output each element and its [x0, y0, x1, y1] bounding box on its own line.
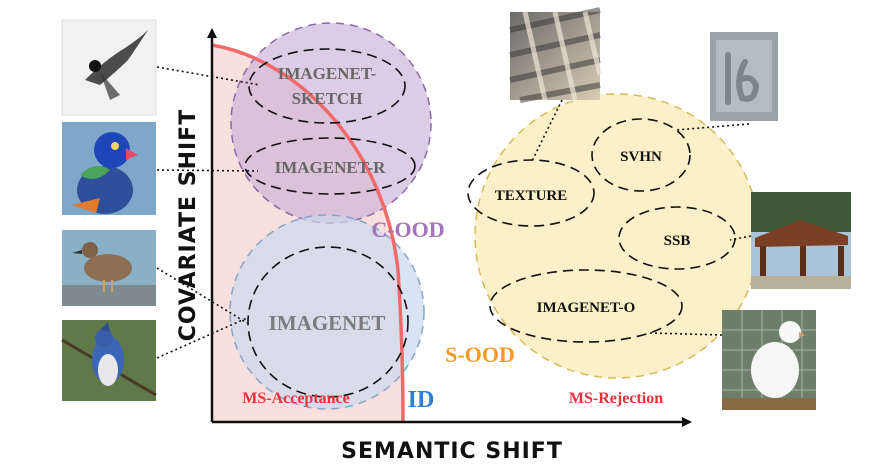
imagenet-r-label: IMAGENET-R [275, 158, 387, 177]
ms-acceptance-label: MS-Acceptance [242, 390, 350, 407]
id-label: ID [408, 387, 435, 413]
house-number-thumbnail [710, 32, 778, 121]
imagenet-ellipse [247, 246, 409, 398]
texture-label: TEXTURE [495, 188, 568, 204]
blue-jay-photo-thumbnail [61, 320, 157, 401]
woven-texture-thumbnail [509, 7, 603, 103]
imagenet-o-ellipse [489, 269, 683, 343]
ms-rejection-label: MS-Rejection [569, 390, 663, 407]
magpie-sketch-thumbnail [61, 19, 157, 116]
c-ood-label: C-OOD [371, 217, 444, 242]
x-axis-label: SEMANTIC SHIFT [341, 439, 563, 464]
imagenet-r-ellipse [244, 137, 416, 195]
imagenet-o-label: IMAGENET-O [537, 300, 636, 316]
imagenet-sketch-label-line2: SKETCH [292, 89, 363, 108]
parrot-painting-thumbnail [62, 122, 156, 215]
sandpiper-photo-thumbnail [62, 230, 156, 306]
svhn-ellipse [591, 118, 691, 192]
ssb-label: SSB [664, 233, 691, 249]
imagenet-sketch-label-line1: IMAGENET- [278, 64, 377, 83]
imagenet-label: IMAGENET [269, 311, 386, 335]
svhn-label: SVHN [620, 149, 662, 165]
s-ood-label: S-OOD [445, 342, 515, 367]
y-axis-label: COVARIATE SHIFT [176, 109, 201, 341]
connector-lines [156, 66, 752, 359]
wooden-shelter-thumbnail [751, 192, 851, 289]
white-dove-thumbnail [722, 310, 816, 410]
imagenet-sketch-ellipse [248, 48, 406, 124]
ssb-ellipse [618, 206, 736, 270]
texture-ellipse [467, 159, 595, 227]
ms-boundary-curve [211, 43, 405, 423]
